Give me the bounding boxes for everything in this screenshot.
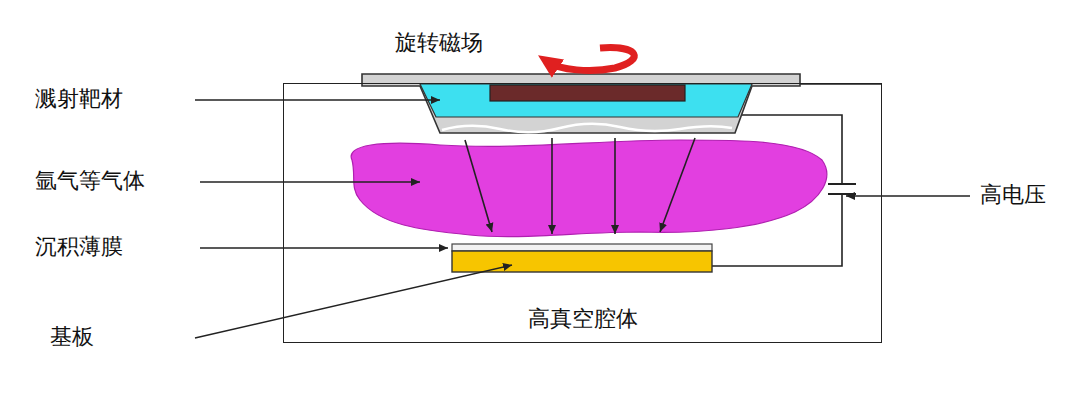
film-label: 沉积薄膜	[35, 234, 123, 260]
argon-plasma	[351, 140, 827, 237]
gas-label: 氩气等气体	[35, 168, 145, 194]
target-erosion	[442, 124, 732, 133]
vacuum-chamber: 高真空腔体	[283, 83, 882, 343]
substrate	[452, 251, 712, 272]
voltage-symbol	[828, 184, 856, 194]
ion-arrow	[465, 138, 695, 234]
leader-line	[195, 100, 970, 338]
thin-film	[452, 244, 712, 251]
voltage-label: 高电压	[980, 182, 1046, 208]
rotating-field-label: 旋转磁场	[395, 30, 483, 56]
magnet-bar	[490, 85, 685, 101]
substrate-label: 基板	[50, 324, 94, 350]
target-cavity	[420, 84, 752, 117]
target-label: 溅射靶材	[35, 86, 123, 112]
chamber-label: 高真空腔体	[528, 304, 638, 334]
rotation-arrow	[548, 48, 634, 71]
